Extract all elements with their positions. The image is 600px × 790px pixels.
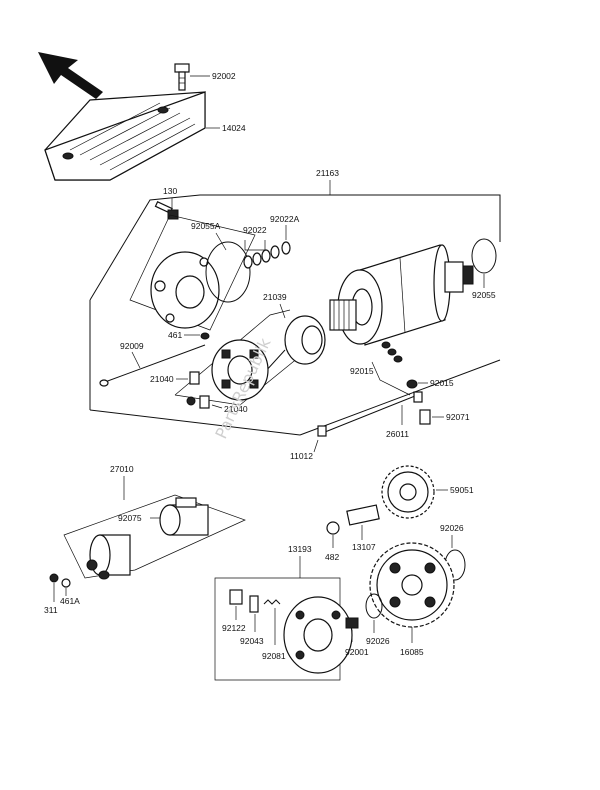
o-ring-92055[interactable] [471,238,497,274]
label-92055A: 92055A [191,221,221,231]
washer-461[interactable] [200,332,210,340]
label-92043: 92043 [240,636,264,646]
label-92075: 92075 [118,513,142,523]
washer-482[interactable] [326,521,340,535]
terminal-92071[interactable] [419,409,431,425]
washer-92026-b[interactable] [365,593,383,619]
brush-holder-21039[interactable] [254,315,326,373]
roller-92122[interactable] [229,589,243,605]
label-92026-b: 92026 [366,636,390,646]
label-13107: 13107 [352,542,376,552]
label-461: 461 [168,330,182,340]
o-ring-92055A[interactable] [205,241,251,303]
bolt-92002[interactable] [174,63,190,91]
end-cover[interactable] [150,251,220,329]
label-13193: 13193 [288,544,312,554]
label-59051: 59051 [450,485,474,495]
label-92022: 92022 [243,225,267,235]
label-21039: 21039 [263,292,287,302]
washer-461A[interactable] [61,578,71,588]
label-21040-b: 21040 [224,404,248,414]
commutator[interactable] [329,299,357,331]
label-92122: 92122 [222,623,246,633]
cap-92075[interactable] [159,497,209,536]
front-direction-arrow-icon [38,52,103,99]
washers-92022[interactable] [243,241,291,269]
label-92015-a: 92015 [350,366,374,376]
label-92081: 92081 [262,651,286,661]
brush-plate[interactable] [211,339,269,401]
brush-21040-b[interactable] [186,395,210,409]
nut-92015-b[interactable] [406,379,418,389]
label-92055: 92055 [472,290,496,300]
label-26011: 26011 [386,429,409,439]
nuts-92015-a[interactable] [381,341,403,363]
clutch-housing-13193[interactable] [283,596,353,674]
label-92001: 92001 [345,647,369,657]
label-482: 482 [325,552,339,562]
spring-92081[interactable] [263,599,281,605]
label-130: 130 [163,186,177,196]
label-92009: 92009 [120,341,144,351]
starter-motor-body[interactable] [337,244,474,346]
brush-21040-a[interactable] [189,371,200,385]
label-21163: 21163 [316,168,339,178]
solenoid[interactable] [86,534,131,580]
bolt-92001[interactable] [345,617,359,629]
label-461A: 461A [60,596,80,606]
cable-26011[interactable] [317,391,423,437]
label-92026-a: 92026 [440,523,464,533]
label-92022A: 92022A [270,214,300,224]
label-92015-b: 92015 [430,378,454,388]
shaft-13107[interactable] [346,504,380,526]
nut-311[interactable] [49,573,59,583]
label-16085: 16085 [400,647,424,657]
label-11012: 11012 [290,451,313,461]
pin-92043[interactable] [249,595,259,613]
sprocket-59051[interactable] [381,465,435,519]
bolt-130[interactable] [154,201,179,220]
sprocket-16085[interactable] [369,542,455,628]
label-92002: 92002 [212,71,236,81]
label-311: 311 [44,605,58,615]
label-14024: 14024 [222,123,246,133]
through-bolt-92009[interactable] [99,344,206,387]
starter-cover-14024[interactable] [44,91,206,181]
label-92071: 92071 [446,412,470,422]
label-27010: 27010 [110,464,134,474]
label-21040-a: 21040 [150,374,174,384]
